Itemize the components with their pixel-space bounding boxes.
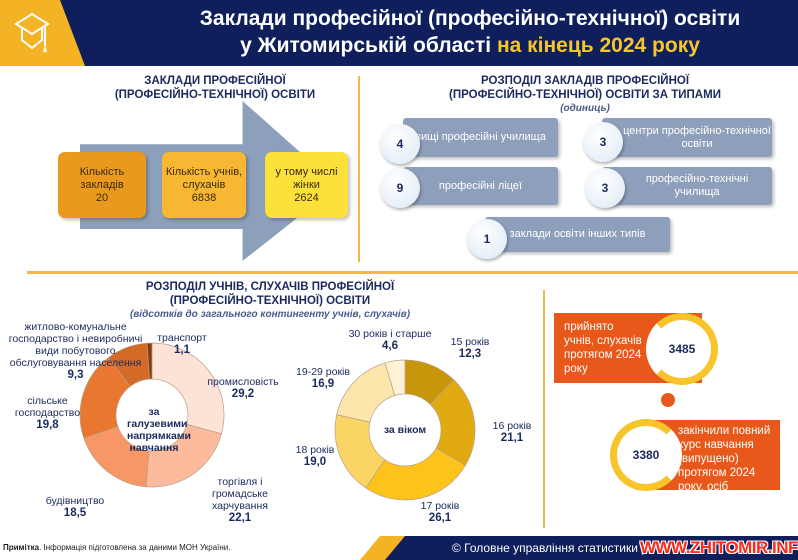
type-item: вищі професійні училища (403, 118, 558, 157)
donut-slice (365, 447, 466, 501)
section-divider (27, 271, 798, 274)
donut-center-label: за віком (383, 424, 427, 436)
type-count: 4 (380, 124, 420, 164)
graduated-value: 3380 (610, 419, 682, 491)
type-item: професійно-технічні училища (602, 167, 772, 205)
donut-slice (145, 423, 222, 488)
distribution-title: РОЗПОДІЛ УЧНІВ, СЛУХАЧІВ ПРОФЕСІЙНОЇ(ПРО… (129, 281, 411, 320)
types-title: РОЗПОДІЛ ЗАКЛАДІВ ПРОФЕСІЙНОЇ(ПРОФЕСІЙНО… (449, 75, 721, 114)
admitted-value: 3485 (646, 313, 718, 385)
donut-chart-branches (79, 342, 476, 501)
connector-dot (661, 393, 675, 407)
type-count: 9 (380, 168, 420, 208)
type-count: 1 (467, 219, 507, 259)
type-count: 3 (583, 122, 623, 162)
donut-slice (384, 359, 406, 396)
graduation-cap-icon (14, 12, 50, 52)
type-item: заклади освіти інших типів (485, 217, 670, 252)
divider (358, 76, 360, 262)
type-item: центри професійно-технічної освіти (602, 118, 772, 157)
footer-copyright: © Головне управління статистики у (385, 536, 798, 560)
watermark: WWW.ZHITOMIR.INFO (640, 538, 798, 557)
divider (543, 290, 545, 528)
data-label: житлово-комунальне господарство і невиро… (8, 321, 143, 381)
donut-slice (151, 342, 225, 435)
footer-note: Примітка. Інформація підготовлена за дан… (3, 543, 231, 552)
type-item: професійні ліцеї (403, 167, 558, 205)
donut-center-label: за галузевими напрямками навчання (127, 406, 192, 454)
page-title: Заклади професійної (професійно-технічно… (199, 7, 741, 57)
header-banner (0, 0, 798, 66)
type-count: 3 (585, 168, 625, 208)
donut-slice (146, 342, 153, 380)
summary-title: ЗАКЛАДИ ПРОФЕСІЙНОЇ(ПРОФЕСІЙНО-ТЕХНІЧНОЇ… (114, 75, 316, 101)
